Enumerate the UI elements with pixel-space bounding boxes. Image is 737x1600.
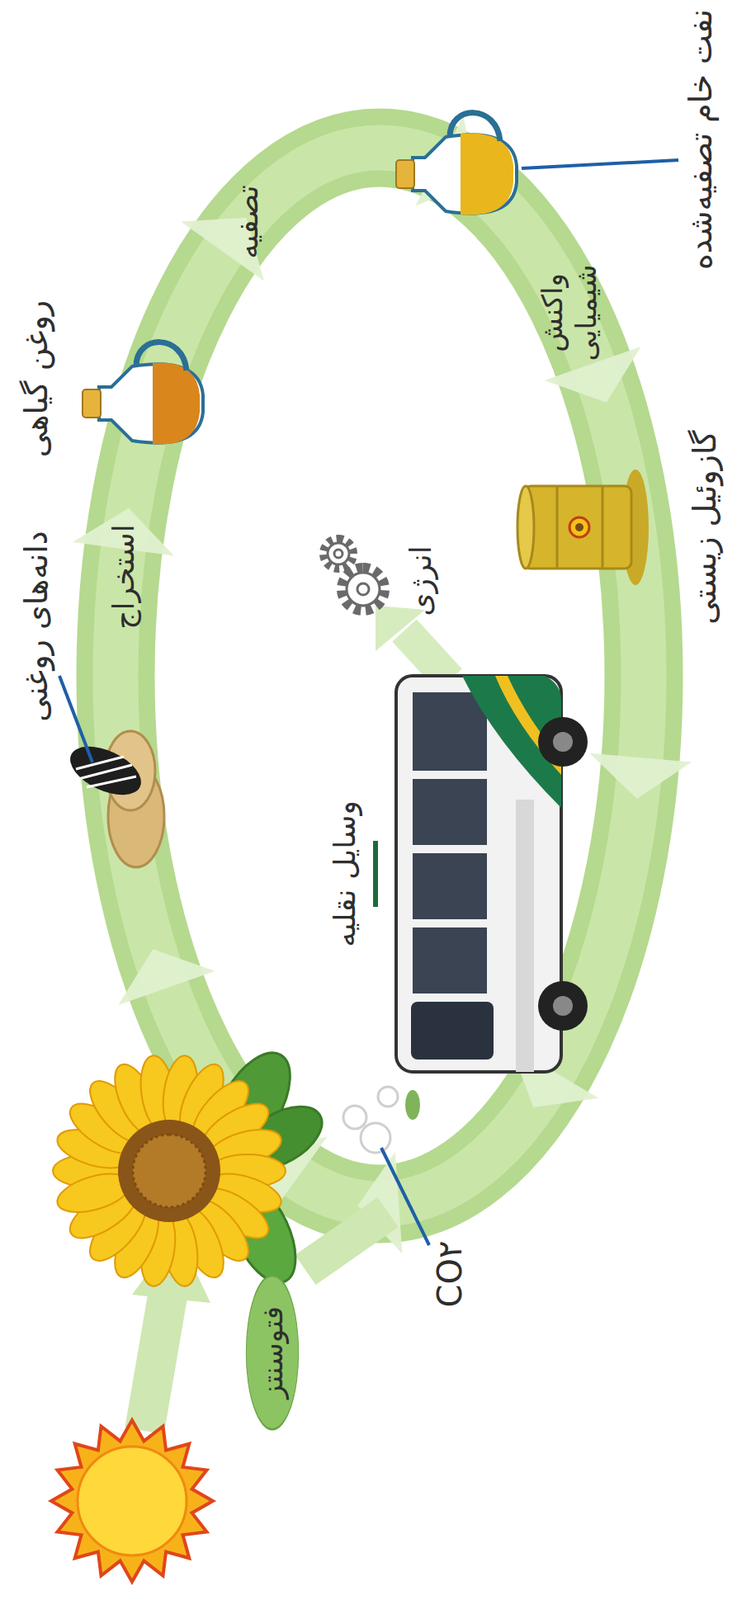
puff-green <box>405 1090 421 1120</box>
gas-label: CO۲ <box>429 1220 470 1328</box>
sun-symbol <box>51 1420 213 1583</box>
ring-arrows <box>72 116 692 1255</box>
callout-label: دانه‌های روغنی <box>18 490 57 763</box>
callout-label: انرژی <box>402 514 439 648</box>
barrel-logo <box>569 517 590 538</box>
cycle-ring <box>115 147 644 1205</box>
sun-rays <box>51 1420 213 1583</box>
process-ellipse: فتوسنتز <box>245 1274 300 1432</box>
leader-line <box>59 675 93 763</box>
ellipse-shape <box>245 1275 298 1430</box>
bus-body <box>396 675 562 1073</box>
biodiesel-barrel <box>517 469 649 586</box>
node-label: فتوسنتز <box>255 1306 289 1399</box>
bus-wheel <box>538 717 588 767</box>
bus-window <box>412 927 487 994</box>
jug-handle <box>449 113 501 142</box>
barrel-body <box>524 486 632 569</box>
wheel-hub <box>552 996 573 1016</box>
sunflower-seed <box>62 737 149 805</box>
wheel-hub <box>552 732 573 752</box>
gear <box>346 572 380 606</box>
jug-liquid <box>152 362 200 445</box>
puff <box>343 1105 367 1130</box>
ring-arrowhead <box>589 753 692 799</box>
bus <box>396 675 588 1073</box>
barrel-logo-center <box>575 523 584 532</box>
callout-label: گازوئیل زیستی <box>686 403 725 652</box>
jug-cap <box>82 389 101 418</box>
exhaust-puffs <box>343 1086 421 1153</box>
flow-arrow <box>305 1212 388 1271</box>
bus-wheel <box>538 981 588 1031</box>
callout-label: وسایل نقلیه <box>326 766 363 982</box>
gear-hole <box>334 549 343 558</box>
step-label: استخراج <box>105 486 142 668</box>
gear-symbol <box>323 538 385 611</box>
callout-label: روغن گیاهی <box>18 263 57 495</box>
flow-arrow <box>144 1286 170 1432</box>
gear-teeth <box>323 538 354 569</box>
puff <box>360 1123 391 1153</box>
bus-window <box>412 692 487 771</box>
refined-oil-jug <box>396 113 517 216</box>
sunflower <box>52 1040 333 1294</box>
gear <box>327 543 350 565</box>
bus-window <box>412 779 487 846</box>
leader-line <box>521 160 679 169</box>
leader-line <box>381 1148 430 1246</box>
gear-hole <box>357 583 369 596</box>
gear-teeth <box>341 567 385 611</box>
bus-windshield <box>411 1001 494 1060</box>
jug-liquid <box>460 132 514 215</box>
bus-skirt <box>515 799 534 1073</box>
flower-center <box>118 1119 221 1223</box>
bus-window <box>412 853 487 920</box>
flower-seeds <box>132 1134 206 1208</box>
barrel-top <box>517 486 534 569</box>
sun-disc <box>77 1446 187 1556</box>
step-label: تصفیه <box>229 155 265 289</box>
oil-seeds <box>62 731 165 868</box>
flow-arrow <box>404 630 450 681</box>
oil-jug <box>82 342 204 445</box>
step-label: واکنش شیمیایی <box>535 246 604 379</box>
cycle-ring-inner <box>115 147 644 1205</box>
vehicle-marker <box>373 840 378 908</box>
jug-cap <box>396 160 415 189</box>
puff <box>377 1086 398 1107</box>
barrel-bands <box>557 486 603 569</box>
seed-stripes <box>75 756 137 788</box>
ring-arrowhead <box>118 949 215 1006</box>
callout-label: نفت خام تصفیه‌شده <box>682 3 721 276</box>
jug-handle <box>136 342 187 371</box>
